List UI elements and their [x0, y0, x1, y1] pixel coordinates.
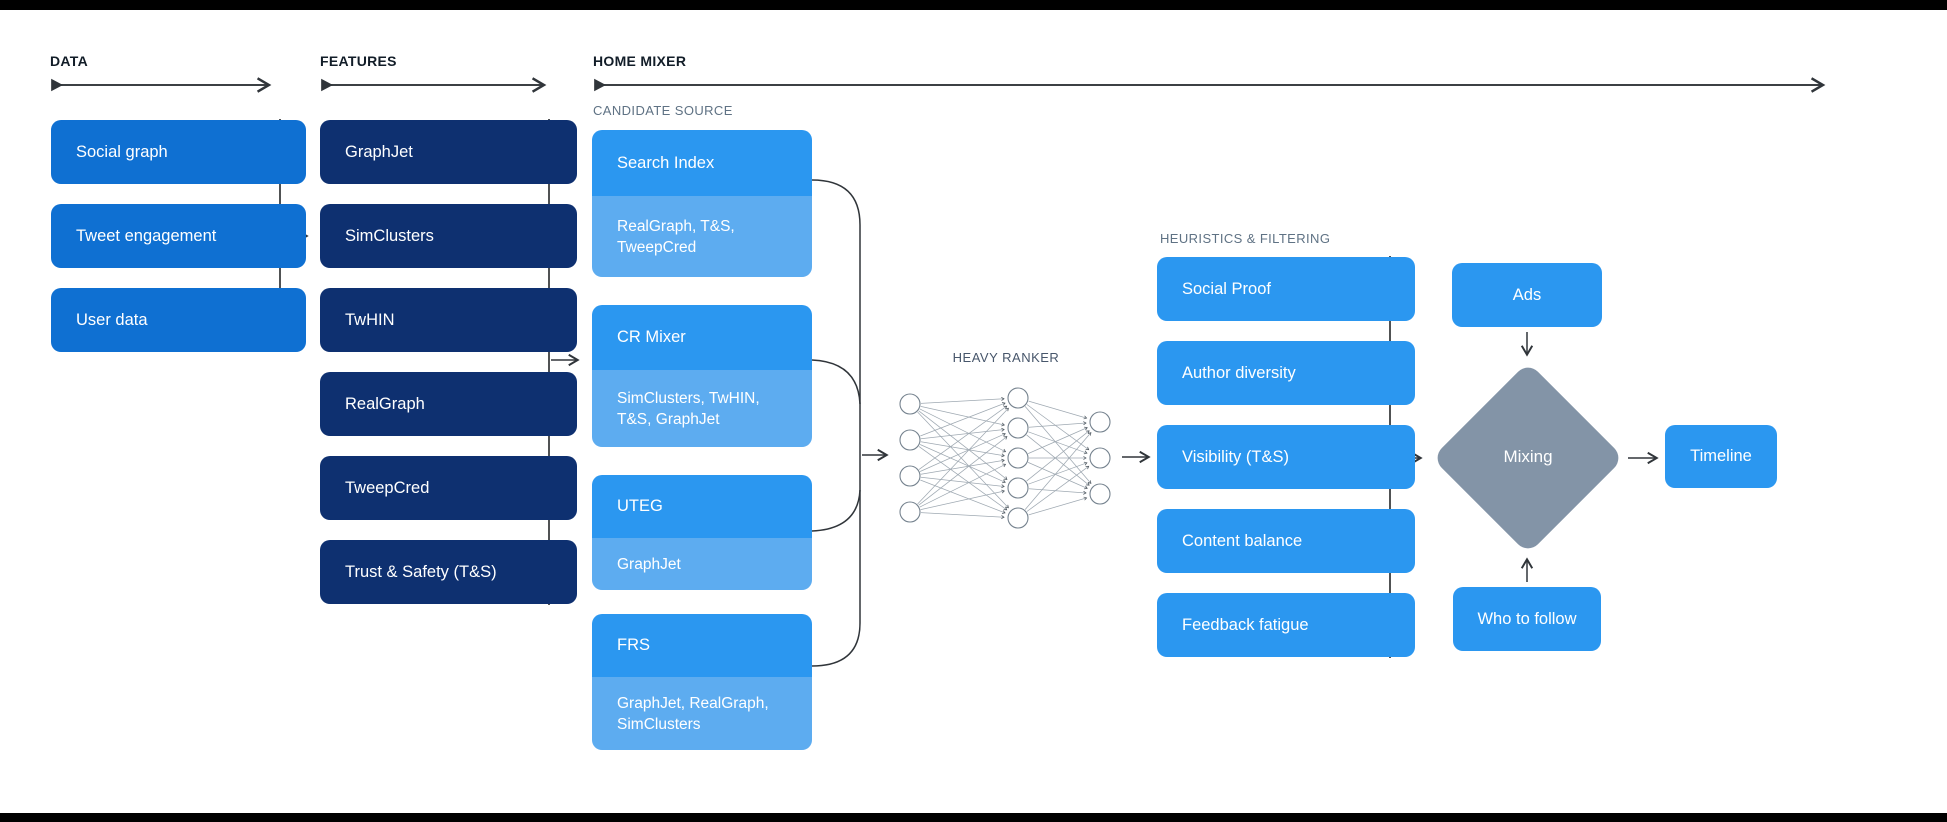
feature-box-label: TwHIN: [345, 310, 395, 329]
candidate-uses: RealGraph, T&S, TweepCred: [592, 196, 812, 277]
feature-box-label: Trust & Safety (T&S): [345, 562, 497, 581]
heuristic-box-label: Social Proof: [1182, 279, 1271, 298]
section-label-heuristics: HEURISTICS & FILTERING: [1160, 231, 1331, 246]
section-label-heavy-ranker: HEAVY RANKER: [952, 350, 1060, 365]
candidate-card-frs: FRS GraphJet, RealGraph, SimClusters: [592, 614, 812, 750]
who-to-follow-box: Who to follow: [1453, 587, 1601, 651]
heuristic-box-content-balance: Content balance: [1157, 509, 1415, 573]
feature-box-label: RealGraph: [345, 394, 425, 413]
ads-label: Ads: [1512, 285, 1542, 304]
candidate-card-uteg: UTEG GraphJet: [592, 475, 812, 590]
feature-box-realgraph: RealGraph: [320, 372, 577, 436]
feature-box-label: GraphJet: [345, 142, 413, 161]
search-index-connector: [811, 179, 861, 623]
feature-box-trust-safety: Trust & Safety (T&S): [320, 540, 577, 604]
candidate-name-label: Search Index: [617, 153, 715, 172]
data-box-label: User data: [76, 310, 148, 329]
candidate-uses-label: GraphJet, RealGraph, SimClusters: [617, 694, 769, 733]
candidate-name: FRS: [592, 614, 812, 677]
candidate-name: UTEG: [592, 475, 812, 538]
candidate-name: Search Index: [592, 130, 812, 196]
candidate-uses: SimClusters, TwHIN, T&S, GraphJet: [592, 370, 812, 447]
candidate-card-search-index: Search Index RealGraph, T&S, TweepCred: [592, 130, 812, 277]
cr-mixer-connector: [811, 359, 861, 405]
candidate-uses: GraphJet: [592, 538, 812, 590]
candidate-name-label: UTEG: [617, 497, 663, 515]
data-box-tweet-engagement: Tweet engagement: [51, 204, 306, 268]
heuristic-box-label: Content balance: [1182, 531, 1303, 550]
heuristic-box-label: Visibility (T&S): [1182, 447, 1289, 466]
heavy-ranker-network: [899, 387, 1111, 529]
data-box-label: Tweet engagement: [76, 226, 217, 245]
candidate-name-label: FRS: [617, 636, 650, 654]
frs-connector: [811, 622, 861, 667]
heuristic-box-social-proof: Social Proof: [1157, 257, 1415, 321]
feature-box-tweepcred: TweepCred: [320, 456, 577, 520]
candidate-name-label: CR Mixer: [617, 328, 686, 346]
feature-box-simclusters: SimClusters: [320, 204, 577, 268]
heuristic-box-label: Author diversity: [1182, 363, 1296, 382]
who-to-follow-label: Who to follow: [1477, 609, 1577, 628]
feature-box-label: SimClusters: [345, 226, 434, 245]
candidate-uses: GraphJet, RealGraph, SimClusters: [592, 677, 812, 750]
candidate-uses-label: GraphJet: [617, 555, 681, 573]
bottom-black-bar: [0, 813, 1947, 822]
timeline-label: Timeline: [1690, 447, 1752, 465]
candidate-name: CR Mixer: [592, 305, 812, 370]
data-box-social-graph: Social graph: [51, 120, 306, 184]
feature-box-twhin: TwHIN: [320, 288, 577, 352]
feature-box-label: TweepCred: [345, 478, 430, 497]
section-label-candidate-source: CANDIDATE SOURCE: [593, 103, 733, 118]
top-black-bar: [0, 0, 1947, 10]
candidate-uses-label: SimClusters, TwHIN, T&S, GraphJet: [617, 389, 760, 428]
candidate-card-cr-mixer: CR Mixer SimClusters, TwHIN, T&S, GraphJ…: [592, 305, 812, 447]
mixing-diamond: [1437, 367, 1619, 549]
heuristic-box-feedback-fatigue: Feedback fatigue: [1157, 593, 1415, 657]
section-label-data: DATA: [50, 53, 89, 69]
heuristic-box-author-diversity: Author diversity: [1157, 341, 1415, 405]
timeline-box: Timeline: [1665, 425, 1777, 488]
mixing-label: Mixing: [1503, 447, 1553, 466]
uteg-connector: [811, 489, 861, 532]
section-label-features: FEATURES: [320, 53, 397, 69]
candidate-uses-label: RealGraph, T&S, TweepCred: [617, 217, 735, 256]
heuristic-box-visibility: Visibility (T&S): [1157, 425, 1415, 489]
section-label-home-mixer: HOME MIXER: [593, 53, 687, 69]
feature-box-graphjet: GraphJet: [320, 120, 577, 184]
data-box-label: Social graph: [76, 142, 168, 161]
ads-box: Ads: [1452, 263, 1602, 327]
heuristic-box-label: Feedback fatigue: [1182, 615, 1309, 634]
data-box-user-data: User data: [51, 288, 306, 352]
